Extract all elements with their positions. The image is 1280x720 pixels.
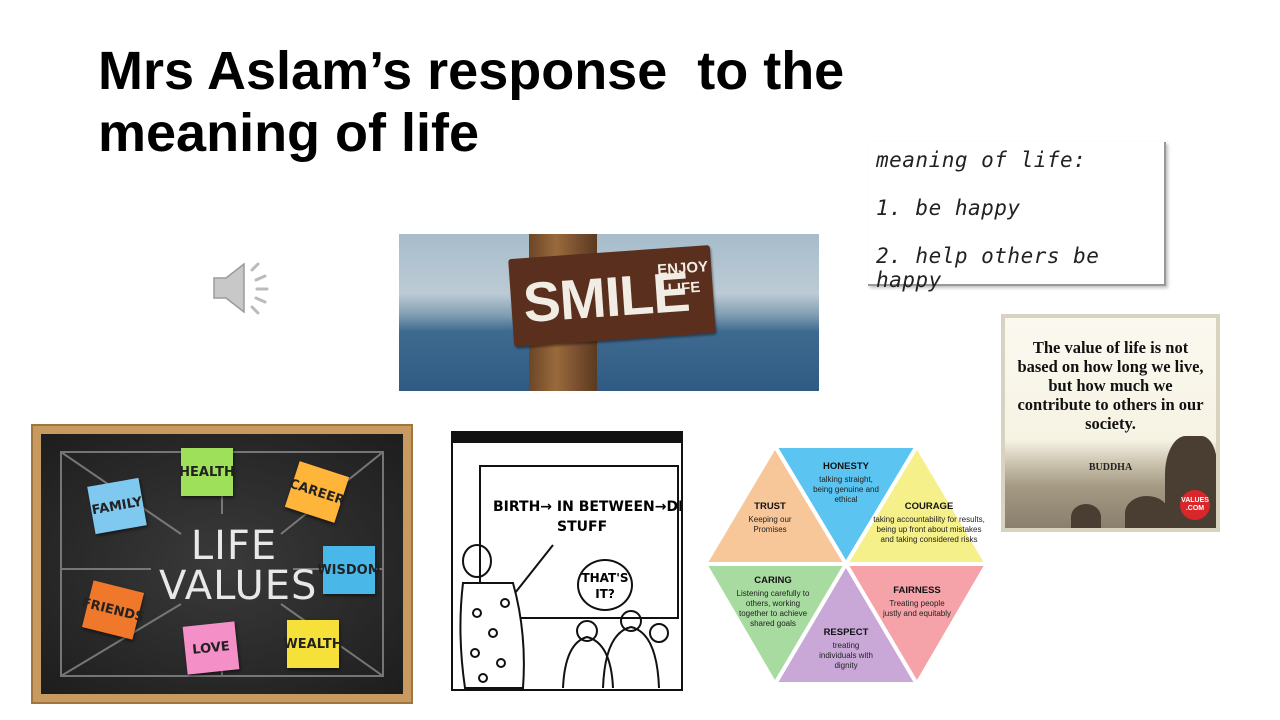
cartoon-board-line-2: STUFF <box>557 519 608 535</box>
bubble-line-2: IT? <box>595 587 615 601</box>
enjoy-life-text: ENJOY LIFE <box>657 257 711 300</box>
life-values-blackboard: LIFE VALUES FAMILY HEALTH CAREER WISDOM … <box>31 424 413 704</box>
values-com-badge: VALUES.COM <box>1180 490 1210 520</box>
birth-death-cartoon: BIRTH→ IN BETWEEN→DEATH STUFF THAT'S IT? <box>451 431 683 691</box>
quote-text: The value of life is not based on how lo… <box>1017 338 1204 433</box>
sticky-note-wealth: WEALTH <box>283 620 343 668</box>
smile-sign-photo: SMILE ENJOY LIFE <box>399 234 819 391</box>
sticky-note-wisdom: WISDOM <box>317 546 381 594</box>
speech-bubble: THAT'S IT? <box>577 559 633 611</box>
buddha-quote-image: The value of life is not based on how lo… <box>1001 314 1220 532</box>
note-item-2: 2. help others be happy <box>876 244 1100 292</box>
small-rock <box>1071 504 1101 528</box>
note-heading: meaning of life: <box>876 148 1087 172</box>
smile-sign-board: SMILE ENJOY LIFE <box>508 245 716 347</box>
chalkboard-surface: LIFE VALUES FAMILY HEALTH CAREER WISDOM … <box>41 434 403 694</box>
speaker-icon[interactable] <box>208 256 278 320</box>
slide-title: Mrs Aslam’s response to the meaning of l… <box>98 41 845 163</box>
cartoon-board <box>479 465 679 619</box>
cartoon-board-line-1: BIRTH→ IN BETWEEN→DEATH <box>493 499 681 515</box>
small-rock <box>1125 496 1169 528</box>
bubble-line-1: THAT'S <box>581 571 629 585</box>
life-text: LIFE <box>667 278 701 299</box>
life-values-text: LIFE VALUES <box>159 523 318 609</box>
sticky-note-family: FAMILY <box>87 477 147 535</box>
values-word: VALUES <box>159 563 318 609</box>
meaning-note-image: meaning of life: 1. be happy 2. help oth… <box>868 142 1166 292</box>
teacher-and-students-drawing <box>459 544 669 689</box>
sticky-note-love: LOVE <box>182 621 240 675</box>
enjoy-text: ENJOY <box>656 258 709 279</box>
quote-author: BUDDHA <box>1088 462 1133 473</box>
note-item-1: 1. be happy <box>876 196 1021 220</box>
cartoon-top-bar <box>453 433 681 443</box>
sticky-note-health: HEALTH <box>179 448 235 496</box>
life-word: LIFE <box>190 523 278 569</box>
fairness-segment <box>842 562 987 688</box>
